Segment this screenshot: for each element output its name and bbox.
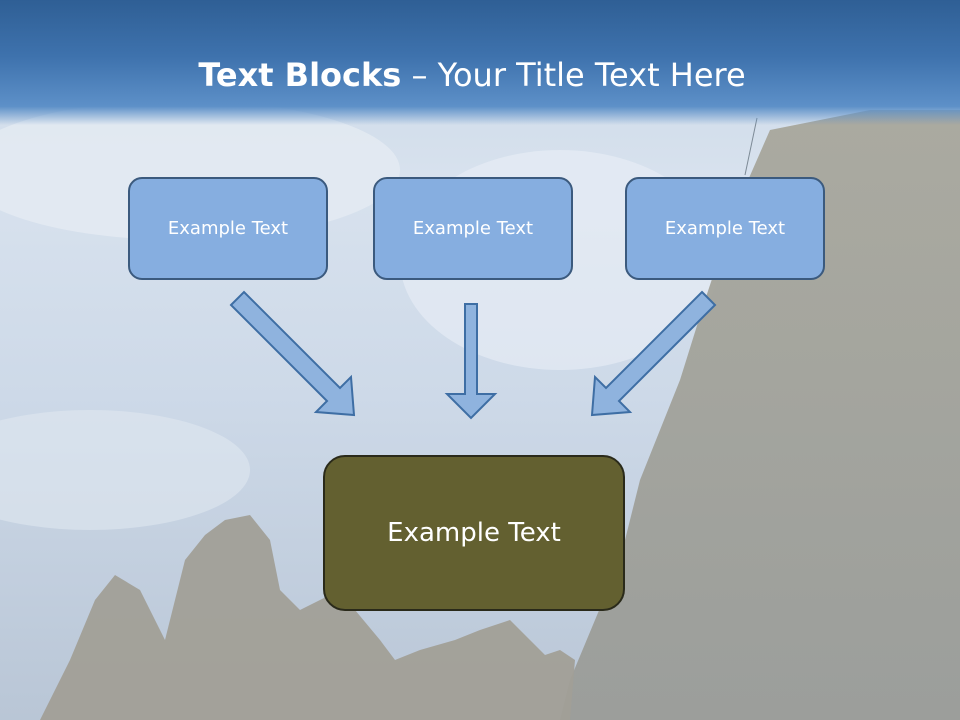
arrow-center bbox=[444, 303, 498, 420]
title-bold: Text Blocks bbox=[198, 56, 402, 94]
arrow-left bbox=[229, 290, 356, 417]
title-dash: – bbox=[401, 56, 438, 94]
arrow-right bbox=[590, 290, 717, 417]
page-title: Text Blocks – Your Title Text Here bbox=[0, 52, 952, 98]
main-text-block[interactable]: Example Text bbox=[323, 455, 625, 611]
text-block-3[interactable]: Example Text bbox=[625, 177, 825, 280]
title-rest: Your Title Text Here bbox=[437, 56, 746, 94]
title-bar bbox=[0, 0, 960, 125]
text-block-1[interactable]: Example Text bbox=[128, 177, 328, 280]
text-block-2[interactable]: Example Text bbox=[373, 177, 573, 280]
